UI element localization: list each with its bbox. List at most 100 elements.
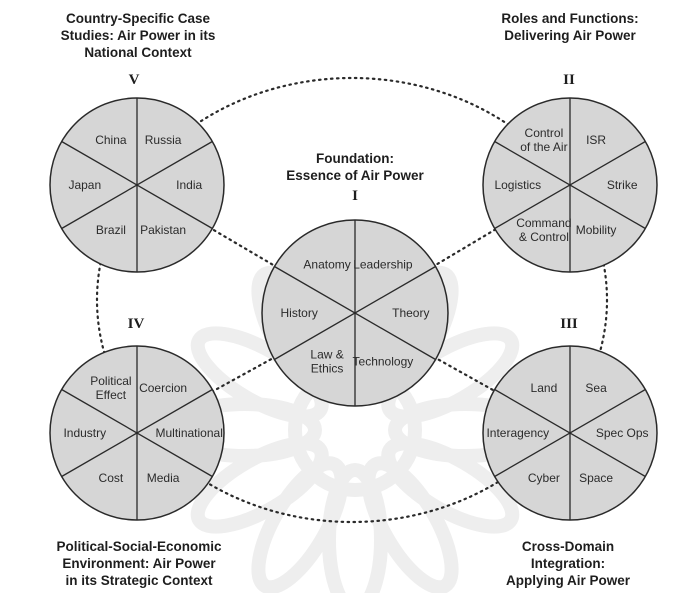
- segment-label-anatomy: Anatomy: [303, 258, 350, 272]
- segment-label-strike: Strike: [607, 178, 638, 192]
- segment-label-spec-ops: Spec Ops: [596, 426, 649, 440]
- segment-label-industry: Industry: [63, 426, 106, 440]
- segment-label-coercion: Coercion: [139, 381, 187, 395]
- segment-label-line: Logistics: [494, 178, 541, 192]
- segment-label-line: Space: [579, 471, 613, 485]
- segment-label-line: Brazil: [96, 223, 126, 237]
- segment-label-media: Media: [147, 471, 180, 485]
- segment-label-technology: Technology: [353, 354, 414, 368]
- segment-label-line: Sea: [585, 381, 607, 395]
- segment-label-line: Coercion: [139, 381, 187, 395]
- segment-label-line: Ethics: [311, 361, 344, 375]
- segment-label-brazil: Brazil: [96, 223, 126, 237]
- title-country-line-3: National Context: [84, 45, 192, 60]
- segment-label-line: Russia: [145, 133, 182, 147]
- segment-label-line: India: [176, 178, 202, 192]
- segment-label-line: Pakistan: [140, 223, 186, 237]
- segment-label-line: Leadership: [353, 258, 413, 272]
- divider-diagonal: [61, 140, 213, 230]
- title-integration-line-2: Integration:: [530, 556, 606, 571]
- title-environment: Political-Social-Economic Environment: A…: [34, 538, 244, 589]
- title-environment-line-1: Political-Social-Economic: [56, 539, 222, 554]
- segment-label-line: Anatomy: [303, 258, 350, 272]
- segment-label-line: Effect: [96, 388, 127, 402]
- title-country: Country-Specific Case Studies: Air Power…: [38, 10, 238, 61]
- segment-label-space: Space: [579, 471, 613, 485]
- segment-label-russia: Russia: [145, 133, 182, 147]
- segment-label-line: Mobility: [576, 223, 617, 237]
- segment-label-pakistan: Pakistan: [140, 223, 186, 237]
- segment-label-line: Law &: [310, 347, 343, 361]
- segment-label-line: Japan: [68, 178, 101, 192]
- segment-label-command-control: Command& Control: [516, 216, 571, 244]
- numeral-roles: II: [563, 72, 575, 88]
- segment-label-line: Media: [147, 471, 180, 485]
- segment-label-sea: Sea: [585, 381, 607, 395]
- title-integration-line-1: Cross-Domain: [521, 539, 615, 554]
- divider-diagonal: [274, 265, 436, 361]
- segment-label-cost: Cost: [99, 471, 124, 485]
- segment-label-line: of the Air: [520, 140, 567, 154]
- segment-label-line: Multinational: [156, 426, 223, 440]
- segment-label-interagency: Interagency: [486, 426, 549, 440]
- title-roles-line-1: Roles and Functions:: [501, 11, 639, 26]
- segment-label-line: & Control: [519, 230, 569, 244]
- segment-label-isr: ISR: [586, 133, 606, 147]
- segment-label-line: History: [281, 306, 318, 320]
- title-foundation-line-2: Essence of Air Power: [286, 168, 424, 183]
- numeral-country: V: [128, 72, 140, 88]
- numeral-integration: III: [560, 316, 578, 332]
- title-roles-line-2: Delivering Air Power: [504, 28, 636, 43]
- segment-label-line: China: [95, 133, 127, 147]
- segment-label-line: ISR: [586, 133, 606, 147]
- segment-label-theory: Theory: [392, 306, 429, 320]
- segment-label-line: Theory: [392, 306, 429, 320]
- title-integration-line-3: Applying Air Power: [505, 573, 630, 588]
- segment-label-cyber: Cyber: [528, 471, 560, 485]
- segment-label-line: Control: [525, 126, 564, 140]
- title-environment-line-3: in its Strategic Context: [65, 573, 213, 588]
- numeral-environment: IV: [127, 316, 145, 332]
- title-country-line-1: Country-Specific Case: [65, 11, 211, 26]
- segment-label-line: Political: [90, 374, 131, 388]
- segment-label-japan: Japan: [68, 178, 101, 192]
- segment-label-line: Technology: [353, 354, 414, 368]
- segment-label-land: Land: [531, 381, 558, 395]
- divider-diagonal: [494, 140, 646, 230]
- segment-label-line: Cost: [99, 471, 124, 485]
- segment-label-law-ethics: Law &Ethics: [310, 347, 343, 375]
- segment-label-line: Spec Ops: [596, 426, 649, 440]
- title-foundation: Foundation: Essence of Air Power: [255, 150, 455, 184]
- segment-label-line: Interagency: [486, 426, 549, 440]
- segment-label-mobility: Mobility: [576, 223, 617, 237]
- title-country-line-2: Studies: Air Power in its: [60, 28, 216, 43]
- segment-label-history: History: [281, 306, 318, 320]
- segment-label-line: Command: [516, 216, 571, 230]
- divider-diagonal: [61, 388, 213, 478]
- divider-diagonal: [494, 388, 646, 478]
- title-foundation-line-1: Foundation:: [316, 151, 394, 166]
- numeral-foundation: I: [352, 188, 358, 204]
- title-integration: Cross-Domain Integration: Applying Air P…: [468, 538, 668, 589]
- segment-label-leadership: Leadership: [353, 258, 413, 272]
- segment-label-line: Strike: [607, 178, 638, 192]
- segment-label-india: India: [176, 178, 202, 192]
- segment-label-line: Cyber: [528, 471, 560, 485]
- segment-label-multinational: Multinational: [156, 426, 223, 440]
- title-roles: Roles and Functions: Delivering Air Powe…: [470, 10, 670, 44]
- segment-label-china: China: [95, 133, 127, 147]
- segment-label-logistics: Logistics: [494, 178, 541, 192]
- segment-label-line: Industry: [63, 426, 106, 440]
- title-environment-line-2: Environment: Air Power: [62, 556, 216, 571]
- outer-dotted-ring: [95, 76, 609, 524]
- segment-label-line: Land: [531, 381, 558, 395]
